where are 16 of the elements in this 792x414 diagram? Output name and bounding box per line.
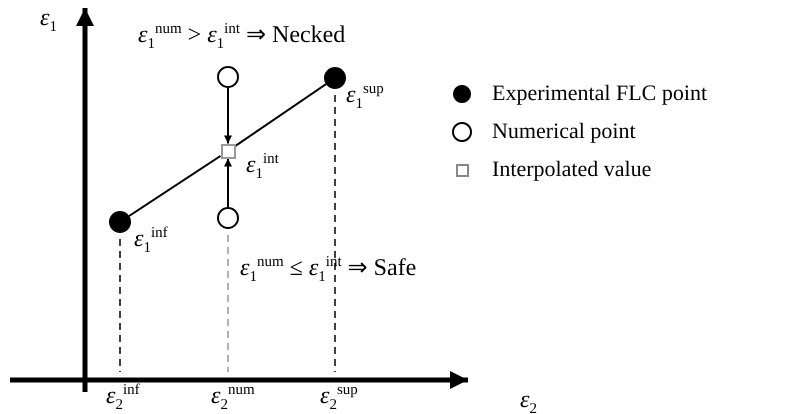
condition-text: ε$_{1}$$^{num}$ > ε$_{1}$$^{int}$ ⇒ Necked xyxy=(138,22,346,52)
connector-line xyxy=(128,155,222,217)
connector-line xyxy=(234,83,326,147)
hollow-point xyxy=(217,66,239,88)
axis-label: ε$_{1}$ xyxy=(40,6,57,35)
axis-label: ε$_{2}$ xyxy=(520,388,537,414)
legend-text: Numerical point xyxy=(492,118,636,144)
data-point xyxy=(324,67,346,89)
condition-text: ε$_{1}$$^{num}$ ≤ ε$_{1}$$^{int}$ ⇒ Safe xyxy=(240,255,416,285)
legend-text: Experimental FLC point xyxy=(492,80,708,106)
legend-text: Interpolated value xyxy=(492,156,652,182)
arrow xyxy=(224,158,232,207)
arrow xyxy=(224,88,232,144)
data-point xyxy=(109,211,131,233)
interpolated-marker xyxy=(220,144,236,158)
hollow-point xyxy=(217,207,239,229)
